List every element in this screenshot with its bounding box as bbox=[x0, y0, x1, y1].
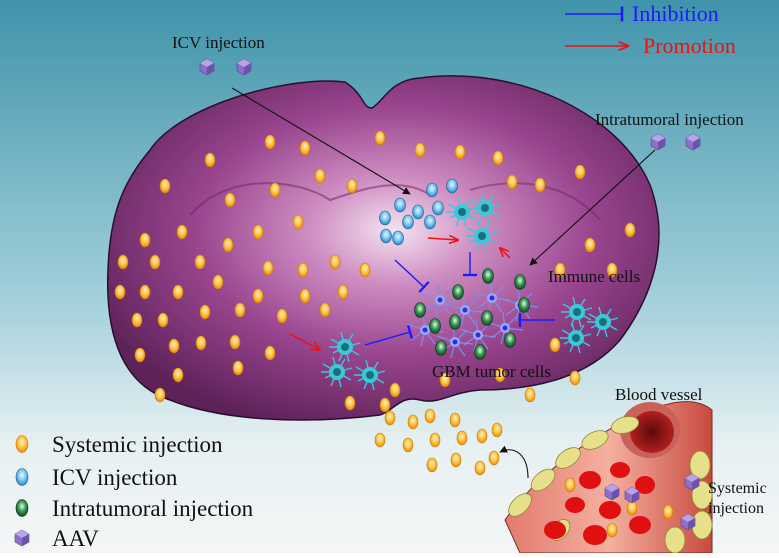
systemic-injection-label-line2: injection bbox=[708, 500, 764, 517]
gbm-tumor-cells-label: GBM tumor cells bbox=[432, 362, 551, 381]
inhibition-arrow bbox=[394, 259, 430, 293]
inhibition-label: Inhibition bbox=[632, 1, 719, 26]
promotion-arrow bbox=[427, 238, 458, 240]
outflow-arrow bbox=[499, 445, 529, 479]
legend-label-aav: AAV bbox=[52, 526, 99, 551]
icv-pointer-arrow bbox=[231, 87, 411, 195]
blood-vessel bbox=[504, 401, 713, 554]
intratumoral-injection-label: Intratumoral injection bbox=[595, 110, 744, 129]
systemic-injection-label-line1: Systemic bbox=[708, 480, 767, 497]
immune-cells-label: Immune cells bbox=[548, 267, 641, 286]
legend-label-icv: ICV injection bbox=[52, 465, 178, 490]
brain-fold bbox=[189, 182, 431, 216]
promotion-arrow bbox=[500, 248, 511, 259]
brain-section bbox=[106, 75, 660, 421]
legend-label-systemic: Systemic injection bbox=[52, 432, 223, 457]
blood-vessel-label: Blood vessel bbox=[615, 385, 703, 404]
intratumoral-pointer-arrow bbox=[529, 149, 656, 266]
orange-particle-icon bbox=[15, 435, 29, 453]
icv-injection-label: ICV injection bbox=[172, 33, 265, 52]
promotion-label: Promotion bbox=[643, 33, 736, 58]
promotion-arrow bbox=[289, 333, 320, 350]
inhibition-arrow bbox=[364, 324, 414, 346]
green-particle-icon bbox=[15, 499, 29, 517]
legend-label-intratumoral: Intratumoral injection bbox=[52, 496, 254, 521]
blue-particle-icon bbox=[15, 468, 29, 486]
